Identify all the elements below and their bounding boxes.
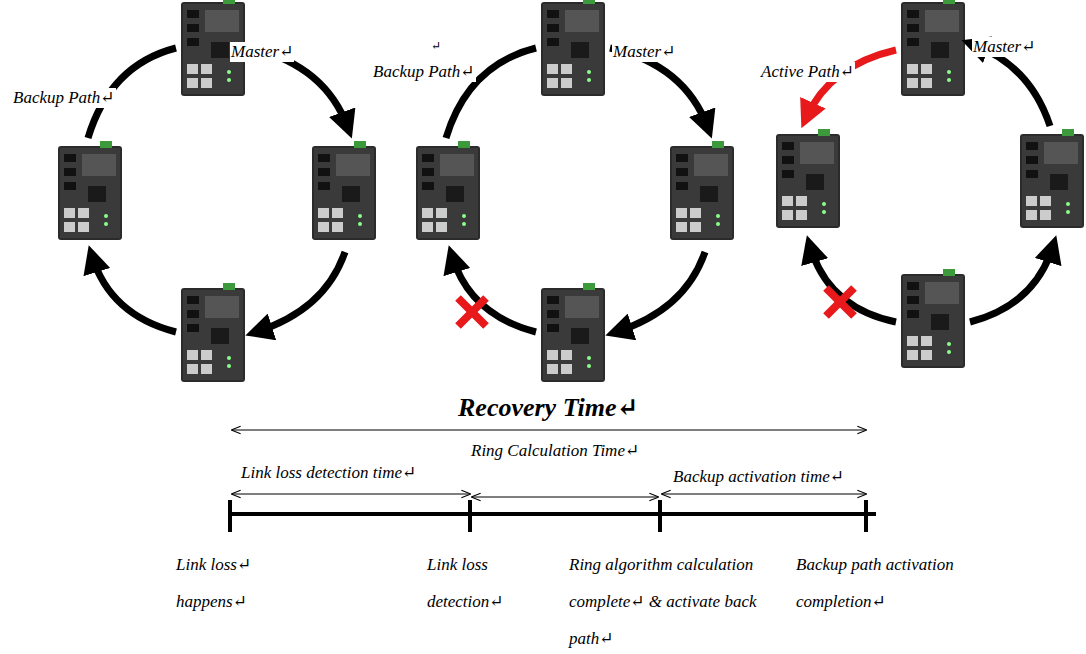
path-label: Active Path↵: [760, 62, 855, 82]
paragraph-mark: ↵: [430, 36, 442, 56]
path-label: Backup Path↵: [372, 62, 476, 82]
time-span-label: Ring Calculation Time↵: [470, 441, 640, 461]
time-span-label: Link loss detection time↵: [240, 463, 417, 483]
master-label: Master↵: [230, 42, 294, 62]
path-label: Backup Path↵: [12, 88, 116, 108]
time-span-label: Backup activation time↵: [672, 467, 845, 487]
master-label: Master↵: [972, 37, 1036, 57]
time-heading: Recovery Time↵: [457, 393, 639, 423]
event-label: Link loss↵ happens↵: [175, 546, 282, 620]
master-label: Master↵: [612, 42, 676, 62]
event-label: Backup path activation completion↵: [795, 546, 997, 620]
event-label: Ring algorithm calculation complete↵ & a…: [568, 546, 760, 654]
event-label: Link loss detection↵: [426, 546, 533, 620]
